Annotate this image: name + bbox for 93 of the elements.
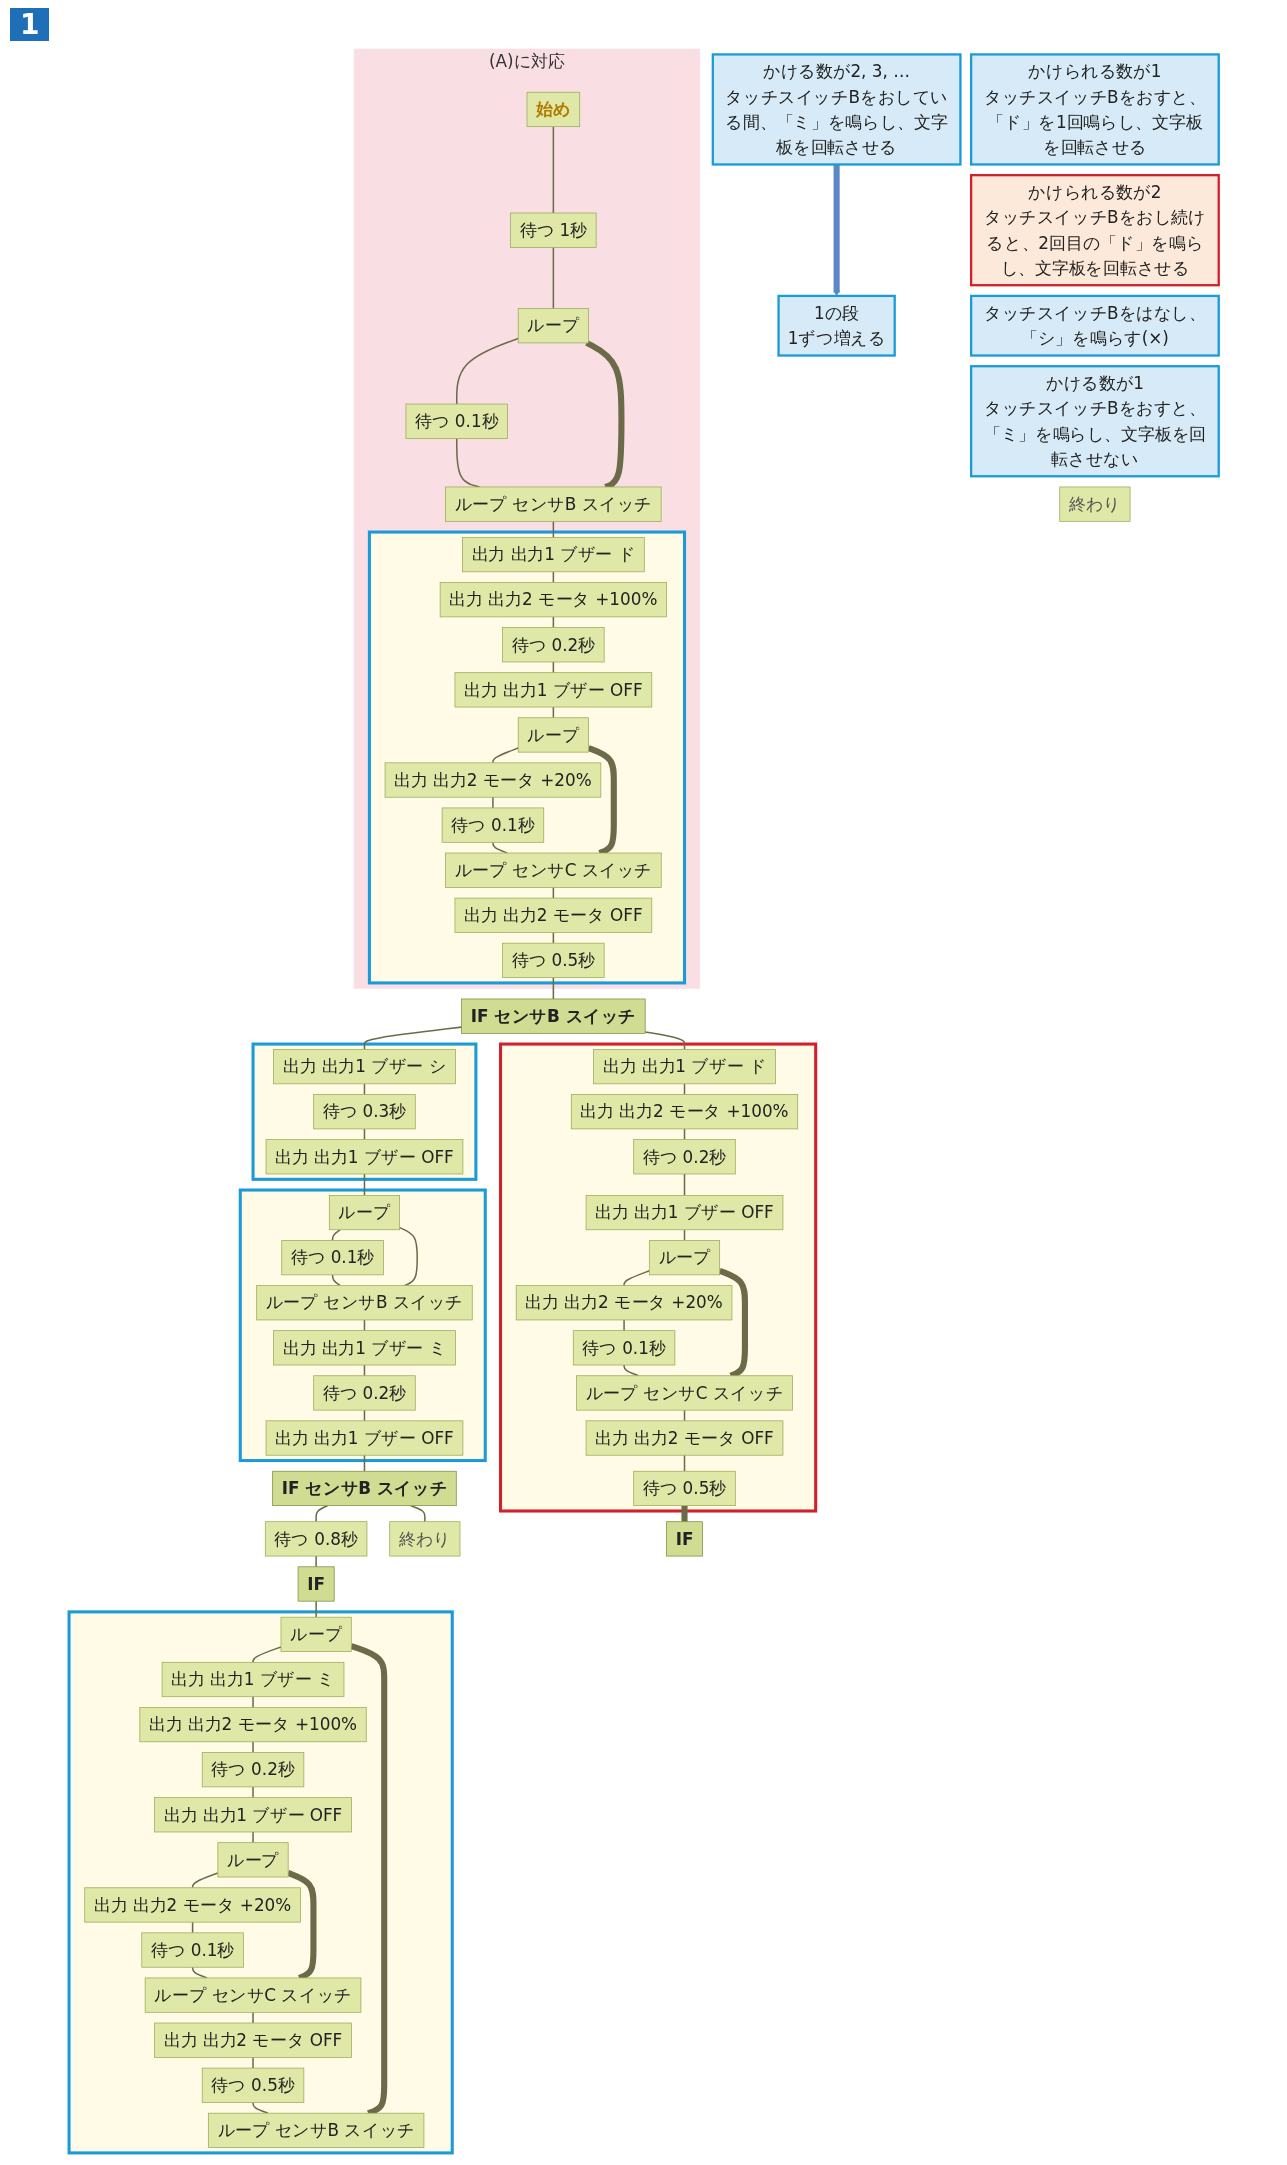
connector: [251, 1695, 254, 1709]
node-box: ループ センサB スイッチ: [207, 2112, 424, 2148]
connector: [363, 1026, 462, 1051]
node-box: ループ センサB スイッチ: [255, 1285, 473, 1321]
node-box: 出力 出力1 ブザー ミ: [161, 1661, 344, 1698]
node-box: 待つ 0.2秒: [201, 1752, 304, 1788]
node-box: 出力 出力2 モータ +20%: [384, 762, 601, 798]
node-box: 待つ 0.5秒: [201, 2067, 304, 2103]
connector: [314, 1600, 317, 1618]
node-box: かける数が2, 3, … タッチスイッチBをおしている間、「ミ」を鳴らし、文字板を回転させる: [711, 53, 962, 166]
node-box: 出力 出力2 モータ +20%: [83, 1887, 301, 1923]
node-box: 出力 出力1 ブザー OFF: [153, 1797, 352, 1833]
node-box: 出力 出力2 モータ OFF: [454, 897, 652, 933]
connector: [491, 747, 519, 764]
node-box: 待つ 0.1秒: [572, 1330, 675, 1366]
cluster: [367, 530, 686, 985]
node-box: ループ: [517, 717, 589, 753]
node-box: 終わり: [1059, 486, 1131, 522]
cluster: [67, 1610, 454, 2155]
node-box: かけられる数が1 タッチスイッチBをおすと、「ド」を1回鳴らし、文字板を回転させる: [969, 53, 1220, 166]
node-box: 出力 出力2 モータ +100%: [570, 1094, 798, 1130]
step-number: 1: [10, 8, 50, 41]
connector: [251, 1741, 254, 1754]
node-box: 出力 出力2 モータ +20%: [515, 1285, 732, 1321]
node-box: ループ: [517, 308, 589, 344]
node-box: ループ センサC スイッチ: [144, 1977, 361, 2013]
node-box: 出力 出力1 ブザー OFF: [265, 1420, 463, 1456]
node-box: ループ: [217, 1842, 289, 1878]
connector: [552, 125, 554, 214]
node-box: 待つ 0.1秒: [281, 1240, 384, 1276]
connector: [622, 1270, 650, 1287]
connector: [455, 337, 519, 405]
node-box: かける数が1 タッチスイッチBをおすと、「ミ」を鳴らし、文字板を回転させない: [969, 365, 1220, 478]
node-box: IF: [665, 1521, 703, 1557]
node-box: ループ: [280, 1616, 352, 1652]
node-box: 待つ 0.8秒: [264, 1521, 367, 1557]
node-box: 待つ 0.2秒: [312, 1375, 416, 1411]
connector: [683, 1173, 685, 1197]
connector: [622, 1364, 639, 1377]
node-box: IF センサB スイッチ: [271, 1470, 457, 1507]
node-box: 出力 出力1 ブザー シ: [272, 1049, 456, 1085]
node-box: 待つ 1秒: [509, 212, 597, 248]
node-box: 出力 出力1 ブザー OFF: [585, 1195, 783, 1231]
node-box: 待つ 0.5秒: [632, 1470, 736, 1507]
connector: [251, 2011, 254, 2024]
node-box: 出力 出力1 ブザー ミ: [272, 1330, 456, 1366]
connector: [491, 796, 494, 809]
node-box: 出力 出力2 モータ OFF: [153, 2022, 352, 2058]
node-box: 出力 出力1 ブザー ド: [592, 1049, 776, 1085]
connector: [622, 1319, 625, 1332]
node-box: 待つ 0.1秒: [141, 1932, 244, 1968]
connector: [398, 1226, 418, 1287]
connector: [363, 1173, 365, 1197]
connector: [409, 1504, 426, 1523]
connector: [314, 1504, 328, 1523]
connector: [314, 1555, 317, 1568]
node-box: IF: [297, 1566, 335, 1602]
node-box: 1の段 1ずつ増える: [777, 294, 896, 357]
cluster: [498, 1042, 817, 1513]
connector: [251, 2101, 269, 2114]
connector: [251, 1786, 254, 1799]
node-box: ループ センサB スイッチ: [444, 486, 662, 522]
node-box: IF センサB スイッチ: [460, 998, 646, 1034]
connector: [552, 976, 554, 1000]
node-box: 終わり: [388, 1521, 460, 1557]
node-box: 待つ 0.3秒: [312, 1094, 416, 1130]
node-box: 出力 出力2 モータ +100%: [139, 1707, 367, 1743]
node-box: 出力 出力2 モータ +100%: [439, 582, 667, 618]
node-box: 待つ 0.1秒: [441, 807, 544, 843]
node-box: 始め: [526, 91, 580, 127]
node-box: 出力 出力1 ブザー OFF: [265, 1139, 463, 1175]
node-box: ループ: [328, 1195, 400, 1231]
node-box: ループ センサC スイッチ: [444, 852, 662, 888]
connector: [644, 1031, 685, 1051]
connector: [552, 246, 554, 310]
cluster: [251, 1042, 478, 1181]
cluster: [238, 1188, 487, 1463]
node-box: 出力 出力1 ブザー OFF: [454, 672, 652, 708]
node-box: ループ センサC スイッチ: [575, 1375, 793, 1411]
node-box: 出力 出力1 ブザー ド: [461, 537, 645, 573]
node-box: 待つ 0.2秒: [632, 1139, 736, 1175]
node-box: タッチスイッチBをはなし、「シ」を鳴らす(×): [969, 294, 1220, 357]
node-box: 待つ 0.2秒: [501, 627, 605, 663]
connector: [251, 2056, 254, 2069]
connector: [251, 1831, 254, 1844]
connector: [491, 841, 508, 854]
node-box: かけられる数が2 タッチスイッチBをおし続けると、2回目の「ド」を鳴らし、文字板を回転させる: [969, 174, 1220, 287]
node-box: 出力 出力2 モータ OFF: [585, 1420, 783, 1456]
node-box: ループ: [648, 1240, 720, 1276]
node-box: 待つ 0.1秒: [405, 403, 508, 439]
connector: [191, 1872, 219, 1889]
connector: [251, 1646, 282, 1664]
node-box: 待つ 0.5秒: [501, 942, 605, 978]
